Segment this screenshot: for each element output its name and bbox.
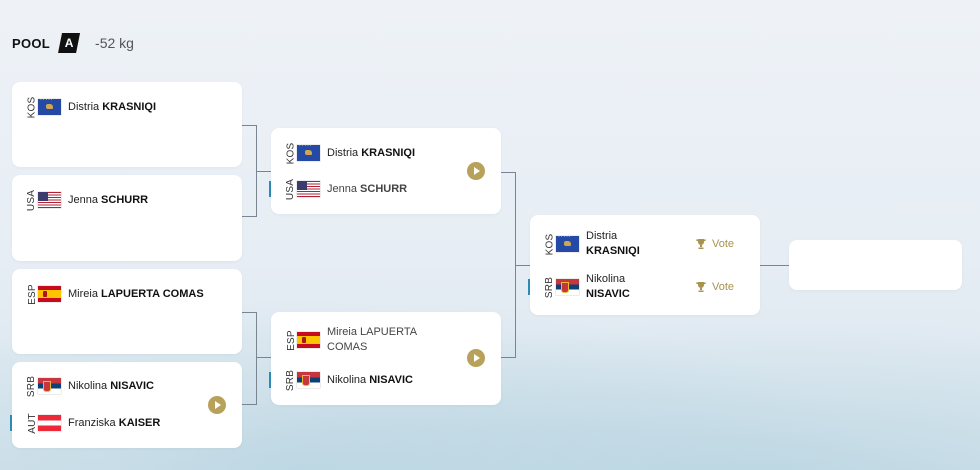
bracket-connector — [516, 265, 530, 266]
match-card-r1-4[interactable]: SRB Nikolina NISAVIC AUT Franziska KAISE… — [10, 362, 242, 448]
athlete-name: Nikolina NISAVIC — [68, 379, 155, 392]
loser-indicator — [10, 415, 12, 431]
athlete-name: Franziska KAISER — [68, 416, 161, 429]
serbia-flag-icon — [38, 378, 61, 394]
serbia-flag-icon — [556, 279, 579, 295]
kosovo-flag-icon — [297, 145, 320, 161]
play-video-button[interactable] — [467, 349, 485, 367]
athlete-row[interactable]: KOS Distria KRASNIQI — [12, 92, 242, 122]
athlete-row[interactable]: ESP Mireia LAPUERTA COMAS — [12, 279, 242, 309]
country-code: ESP — [285, 329, 297, 351]
athlete-name: Jenna SCHURR — [327, 182, 408, 195]
bracket-connector — [501, 172, 516, 358]
match-card-r1-1[interactable]: KOS Distria KRASNIQI — [12, 82, 242, 167]
trophy-icon — [695, 282, 707, 292]
athlete-name: Mireia LAPUERTA COMAS — [68, 287, 204, 300]
loser-indicator — [269, 181, 271, 197]
match-card-r1-3[interactable]: ESP Mireia LAPUERTA COMAS — [12, 269, 242, 354]
country-code: SRB — [26, 375, 38, 397]
winner-indicator — [269, 372, 271, 388]
bracket-connector — [257, 171, 271, 172]
athlete-name: Jenna SCHURR — [68, 193, 149, 206]
country-code: KOS — [285, 142, 297, 164]
vote-button[interactable]: Vote — [695, 281, 734, 293]
country-code: KOS — [544, 233, 556, 255]
vote-button[interactable]: Vote — [695, 238, 734, 250]
spain-flag-icon — [38, 286, 61, 302]
spain-flag-icon — [297, 332, 320, 348]
athlete-name: Distria KRASNIQI — [327, 146, 416, 159]
indicator — [528, 279, 530, 295]
country-code: SRB — [544, 276, 556, 298]
athlete-row[interactable]: USA Jenna SCHURR — [12, 185, 242, 215]
weight-category: -52 kg — [95, 35, 134, 51]
country-code: AUT — [26, 412, 38, 434]
country-code: SRB — [285, 369, 297, 391]
winner-slot — [789, 240, 962, 290]
pool-label: POOL — [12, 35, 51, 51]
athlete-row[interactable]: SRB Nikolina NISAVIC — [269, 365, 501, 395]
athlete-name: Distria KRASNIQI — [68, 100, 157, 113]
country-code: KOS — [26, 96, 38, 118]
kosovo-flag-icon — [38, 99, 61, 115]
bracket-connector — [760, 265, 789, 266]
trophy-icon — [695, 239, 707, 249]
athlete-row[interactable]: KOS Distria KRASNIQI — [271, 138, 501, 168]
athlete-row[interactable]: USA Jenna SCHURR — [269, 174, 501, 204]
match-card-r2-1[interactable]: KOS Distria KRASNIQI USA Jenna SCHURR — [269, 128, 501, 214]
austria-flag-icon — [38, 415, 61, 431]
play-video-button[interactable] — [208, 396, 226, 414]
play-video-button[interactable] — [467, 162, 485, 180]
bracket-connector — [242, 312, 257, 405]
country-code: USA — [26, 189, 38, 211]
vote-label: Vote — [712, 238, 735, 250]
athlete-name: Nikolina NISAVIC — [327, 373, 414, 386]
country-code: ESP — [26, 283, 38, 305]
pool-letter-badge: A — [58, 33, 81, 53]
bracket-connector — [242, 125, 257, 217]
match-card-r1-2[interactable]: USA Jenna SCHURR — [12, 175, 242, 261]
usa-flag-icon — [38, 192, 61, 208]
vote-label: Vote — [712, 281, 735, 293]
athlete-row[interactable]: SRB Nikolina NISAVIC — [12, 371, 242, 401]
serbia-flag-icon — [297, 372, 320, 388]
usa-flag-icon — [297, 181, 320, 197]
pool-header: POOL A -52 kg — [12, 33, 134, 53]
bracket-connector — [257, 357, 271, 358]
athlete-row[interactable]: AUT Franziska KAISER — [10, 408, 242, 438]
country-code: USA — [285, 178, 297, 200]
kosovo-flag-icon — [556, 236, 579, 252]
